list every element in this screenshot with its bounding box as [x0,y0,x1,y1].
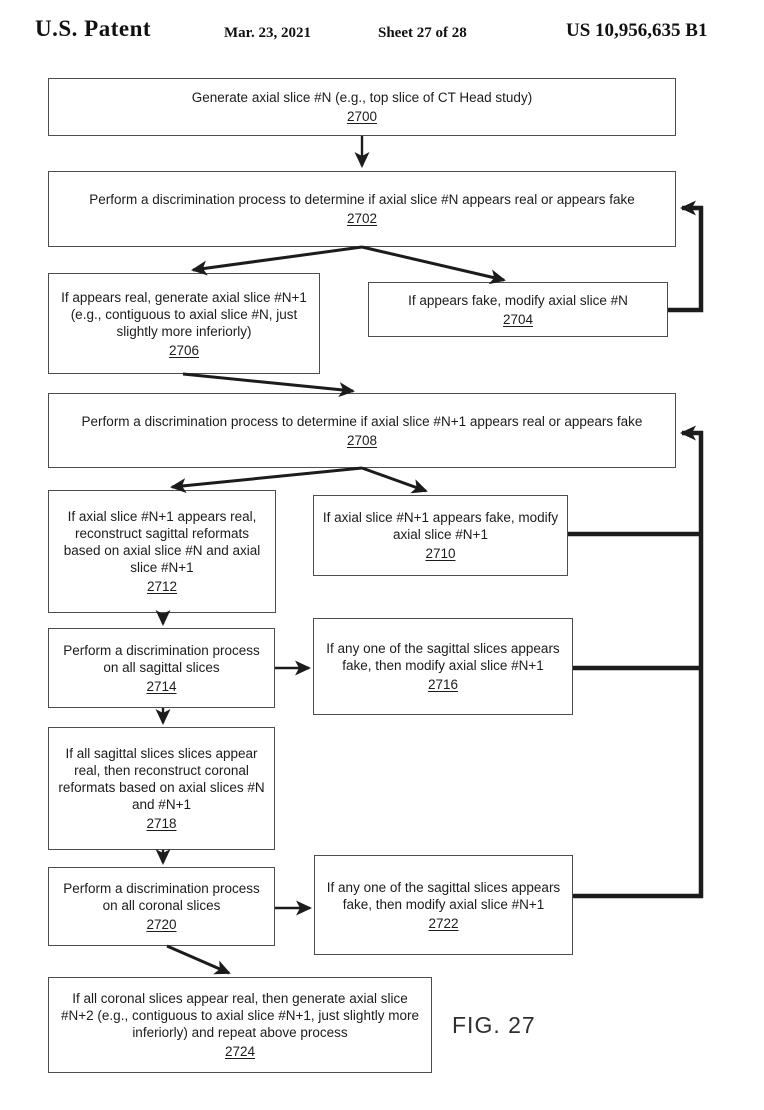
flow-box-2710: If axial slice #N+1 appears fake, modify… [313,495,568,576]
patent-header-number: US 10,956,635 B1 [566,20,708,41]
patent-header-sheet: Sheet 27 of 28 [378,25,467,41]
flow-box-2722-ref: 2722 [428,915,459,931]
flow-box-2702: Perform a discrimination process to dete… [48,171,676,247]
flow-box-2712-text: If axial slice #N+1 appears real, recons… [63,509,261,575]
patent-header-date: Mar. 23, 2021 [224,25,311,41]
flow-box-2706: If appears real, generate axial slice #N… [48,273,320,374]
flow-box-2714-ref: 2714 [146,678,177,694]
flow-box-2704: If appears fake, modify axial slice #N 2… [368,282,668,337]
flow-box-2716-ref: 2716 [427,677,459,692]
arrow-2720-to-2724 [166,944,231,975]
flow-box-2700-ref: 2700 [346,109,378,124]
flow-box-2708-ref: 2708 [346,432,378,448]
arrow-2708-to-2710 [361,466,428,494]
flow-box-2722-text: If any one of the sagittal slices appear… [326,879,561,912]
flow-box-2718-ref: 2718 [146,816,177,831]
flow-box-2712: If axial slice #N+1 appears real, recons… [48,490,276,613]
flow-box-2706-ref: 2706 [168,342,200,358]
flow-box-2702-ref: 2702 [346,211,378,226]
patent-header-label: U.S. Patent [35,16,152,41]
flow-box-2710-ref: 2710 [425,546,456,561]
flow-box-2722: If any one of the sagittal slices appear… [314,855,573,955]
flow-box-2720: Perform a discrimination process on all … [48,867,275,946]
arrow-2702-to-2706 [191,245,363,276]
flow-box-2704-text: If appears fake, modify axial slice #N [408,292,628,308]
flow-box-2708-text: Perform a discrimination process to dete… [81,413,643,429]
flow-box-2702-text: Perform a discrimination process to dete… [89,192,635,207]
flow-box-2710-text: If axial slice #N+1 appears fake, modify… [322,510,559,542]
flow-box-2724-ref: 2724 [224,1044,256,1059]
flow-box-2704-ref: 2704 [502,311,534,327]
flow-box-2724-text: If all coronal slices appear real, then … [61,991,419,1040]
flow-box-2708: Perform a discrimination process to dete… [48,393,676,468]
flow-box-2720-text: Perform a discrimination process on all … [63,881,260,913]
flow-box-2720-ref: 2720 [146,917,177,932]
flow-box-2700: Generate axial slice #N (e.g., top slice… [48,78,676,136]
feedback-2722-to-2708 [573,425,704,899]
flow-box-2712-ref: 2712 [146,579,178,594]
arrow-2708-to-2712 [170,466,363,494]
figure-label: FIG. 27 [452,1012,536,1038]
arrow-2706-to-2708 [182,372,355,398]
flow-box-2724: If all coronal slices appear real, then … [48,977,432,1073]
flow-box-2718: If all sagittal slices slices appear rea… [48,727,275,850]
flow-box-2714: Perform a discrimination process on all … [48,628,275,708]
flow-box-2714-text: Perform a discrimination process on all … [63,642,260,675]
flow-box-2718-text: If all sagittal slices slices appear rea… [58,746,265,812]
flow-box-2706-text: If appears real, generate axial slice #N… [61,289,307,339]
flow-box-2716-text: If any one of the sagittal slices appear… [326,641,560,673]
arrow-2702-to-2704 [361,245,506,285]
flow-box-2700-text: Generate axial slice #N (e.g., top slice… [191,90,533,105]
flow-box-2716: If any one of the sagittal slices appear… [313,618,573,715]
